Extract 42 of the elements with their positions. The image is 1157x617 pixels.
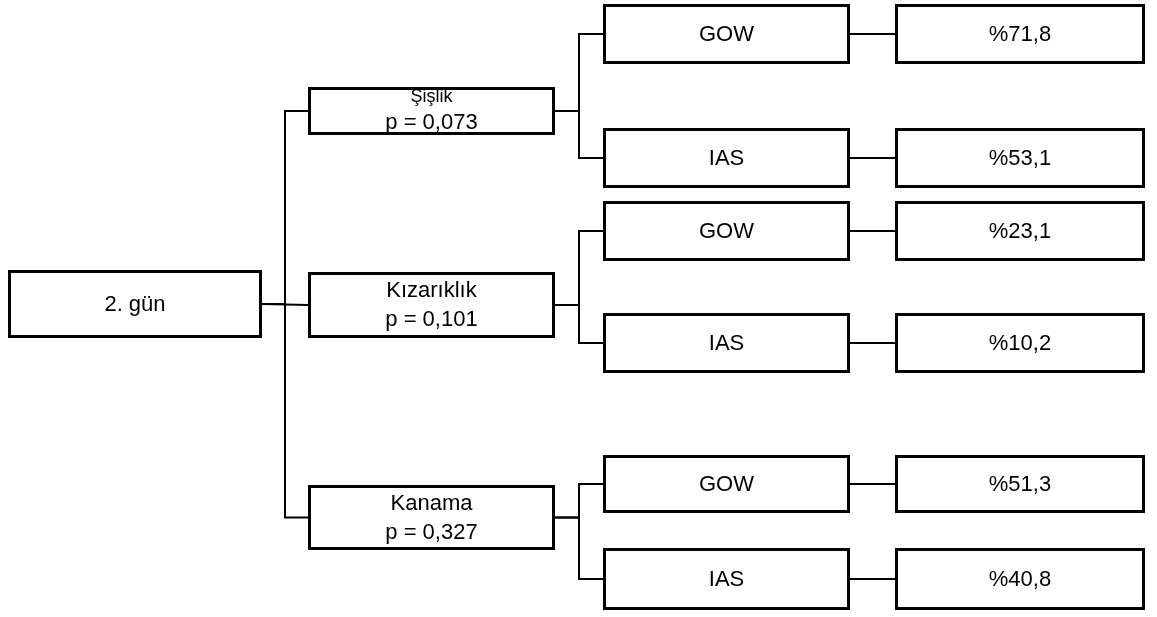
node-text: GOW (699, 469, 754, 498)
connector-line (849, 157, 896, 159)
connector-line (849, 483, 896, 485)
connector-line (849, 33, 896, 35)
connector-line (849, 342, 896, 344)
node-text: 2. gün (104, 289, 166, 318)
text-box (895, 4, 1145, 64)
node-text: p = 0,327 (385, 517, 478, 546)
text-box (308, 87, 555, 135)
node-text: p = 0,101 (385, 305, 478, 333)
node-text: %10,2 (988, 328, 1052, 357)
node-text: %71,8 (988, 19, 1052, 48)
connector-line (849, 230, 896, 232)
node-text: IAS (708, 328, 745, 357)
text-box (603, 313, 850, 373)
text-box (8, 270, 262, 338)
node-text: GOW (699, 216, 754, 245)
node-text: %40,8 (988, 564, 1052, 593)
text-box (895, 455, 1145, 513)
text-box (603, 455, 850, 513)
node-text: IAS (708, 564, 745, 593)
text-box (308, 272, 555, 338)
node-text: GOW (699, 19, 754, 48)
text-box (895, 548, 1145, 610)
node-text: %53,1 (988, 143, 1052, 172)
connector-line (554, 516, 604, 580)
node-text: %51,3 (988, 469, 1052, 498)
text-box (895, 201, 1145, 261)
node-heading: Kanama (390, 488, 473, 517)
connector-line (849, 578, 896, 580)
text-box (603, 201, 850, 261)
text-box (895, 128, 1145, 188)
text-box (603, 128, 850, 188)
text-box (895, 313, 1145, 373)
connector-line (554, 304, 604, 344)
text-box (603, 4, 850, 64)
connector-line (554, 110, 604, 159)
text-box (603, 548, 850, 610)
node-text: %23,1 (988, 216, 1052, 245)
text-box (308, 485, 555, 550)
node-text: IAS (708, 143, 745, 172)
node-heading: Kızarıklık (386, 276, 477, 305)
